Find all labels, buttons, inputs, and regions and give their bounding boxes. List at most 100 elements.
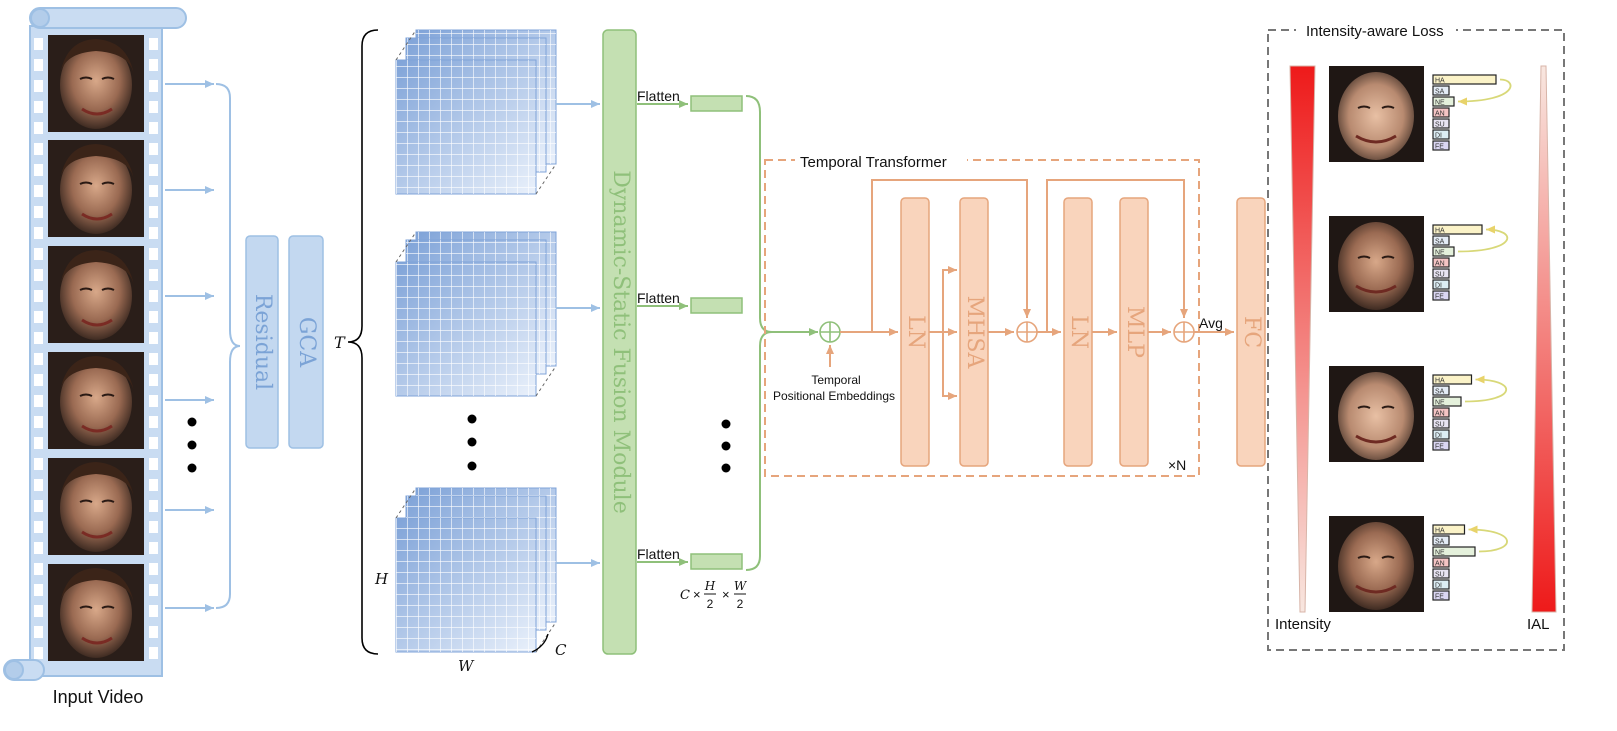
sprocket-hole — [34, 374, 43, 386]
class-bar: SU — [1432, 118, 1450, 129]
sprocket-hole — [34, 143, 43, 155]
sprocket-hole — [149, 353, 158, 365]
t-label: T — [334, 333, 346, 352]
sprocket-hole — [149, 521, 158, 533]
class-bar: DI — [1432, 129, 1450, 140]
sprocket-hole — [149, 332, 158, 344]
class-label: HA — [1435, 78, 1445, 85]
flatten-label-1: Flatten — [637, 88, 680, 104]
class-label: AN — [1435, 561, 1445, 568]
loss-title: Intensity-aware Loss — [1306, 23, 1444, 40]
input-brace — [215, 83, 241, 609]
avg-label: Avg — [1199, 315, 1223, 331]
class-bar: SU — [1432, 568, 1450, 579]
sprocket-hole — [34, 185, 43, 197]
svg-text:2: 2 — [707, 597, 714, 611]
cube-arrows — [556, 100, 600, 567]
sprocket-hole — [149, 101, 158, 113]
sprocket-hole — [34, 437, 43, 449]
token-brace — [745, 95, 773, 571]
sprocket-hole — [34, 626, 43, 638]
sprocket-hole — [34, 542, 43, 554]
flatten-label-2: Flatten — [637, 290, 680, 306]
temporal-transformer: Temporal Transformer ×N LN MHSA LN MLP — [764, 150, 1200, 477]
label-shift-arrow — [1457, 225, 1509, 253]
class-label: NE — [1435, 250, 1445, 257]
class-bar: FE — [1432, 590, 1450, 601]
class-bar: AN — [1432, 257, 1450, 268]
sprocket-hole — [149, 38, 158, 50]
sprocket-hole — [149, 311, 158, 323]
sprocket-hole — [149, 563, 158, 575]
svg-text:W: W — [734, 579, 748, 593]
class-bar: SA — [1432, 85, 1450, 96]
ln-label-2: LN — [1066, 315, 1091, 349]
pos-emb-line1: Temporal — [811, 373, 860, 387]
label-shift-arrow — [1468, 525, 1508, 553]
input-video-label: Input Video — [53, 687, 144, 707]
class-bar: AN — [1432, 407, 1450, 418]
class-bar: HA — [1432, 224, 1483, 235]
sprocket-hole — [149, 542, 158, 554]
video-frame — [48, 458, 144, 555]
feature-cube — [395, 231, 557, 397]
feature-cube — [395, 487, 557, 653]
class-label: DI — [1435, 433, 1442, 440]
sprocket-hole — [34, 395, 43, 407]
temporal-transformer-title: Temporal Transformer — [800, 154, 947, 171]
pos-emb-line2: Positional Embeddings — [773, 389, 895, 403]
class-label: SU — [1435, 272, 1445, 279]
label-shift-arrow — [1457, 78, 1512, 106]
svg-text:H: H — [704, 579, 716, 593]
sprocket-hole — [34, 38, 43, 50]
sprocket-hole — [34, 59, 43, 71]
ellipsis-tokens — [721, 419, 731, 473]
sprocket-hole — [34, 458, 43, 470]
class-label: DI — [1435, 133, 1442, 140]
sprocket-hole — [34, 584, 43, 596]
sprocket-hole — [34, 332, 43, 344]
ln-label-1: LN — [903, 315, 928, 349]
residual-label: Residual — [250, 294, 275, 390]
ellipsis-cubes — [467, 414, 477, 471]
flatten-label-3: Flatten — [637, 546, 680, 562]
sprocket-hole — [34, 164, 43, 176]
repeat-label: ×N — [1168, 457, 1186, 473]
sprocket-hole — [34, 416, 43, 428]
class-label: HA — [1435, 378, 1445, 385]
loss-face — [1329, 366, 1424, 462]
sprocket-hole — [149, 59, 158, 71]
video-frame — [48, 246, 144, 343]
svg-text:2: 2 — [737, 597, 744, 611]
class-bar: DI — [1432, 429, 1450, 440]
fc-block: FC — [1236, 197, 1266, 467]
scroll-top — [29, 7, 187, 29]
class-label: AN — [1435, 261, 1445, 268]
class-label: AN — [1435, 411, 1445, 418]
class-bar: FE — [1432, 140, 1450, 151]
ial-label: IAL — [1527, 616, 1550, 633]
class-label: FE — [1435, 144, 1444, 151]
feature-cube — [395, 29, 557, 195]
sprocket-hole — [149, 479, 158, 491]
video-frame — [48, 352, 144, 449]
sprocket-hole — [34, 563, 43, 575]
class-label: SU — [1435, 422, 1445, 429]
c-brace — [531, 633, 549, 653]
class-label: SA — [1435, 89, 1445, 96]
sprocket-hole — [34, 290, 43, 302]
sprocket-hole — [34, 80, 43, 92]
ellipsis-frames — [187, 417, 197, 473]
sprocket-hole — [34, 647, 43, 659]
h-label: H — [374, 570, 389, 588]
sprocket-hole — [149, 227, 158, 239]
svg-text:×: × — [693, 587, 701, 602]
sprocket-hole — [149, 437, 158, 449]
class-bar: SU — [1432, 418, 1450, 429]
class-bar: HA — [1432, 524, 1466, 535]
class-label: SU — [1435, 572, 1445, 579]
class-bar: SA — [1432, 535, 1450, 546]
loss-face — [1329, 66, 1424, 162]
sprocket-hole — [149, 416, 158, 428]
frame-arrows — [165, 80, 214, 612]
